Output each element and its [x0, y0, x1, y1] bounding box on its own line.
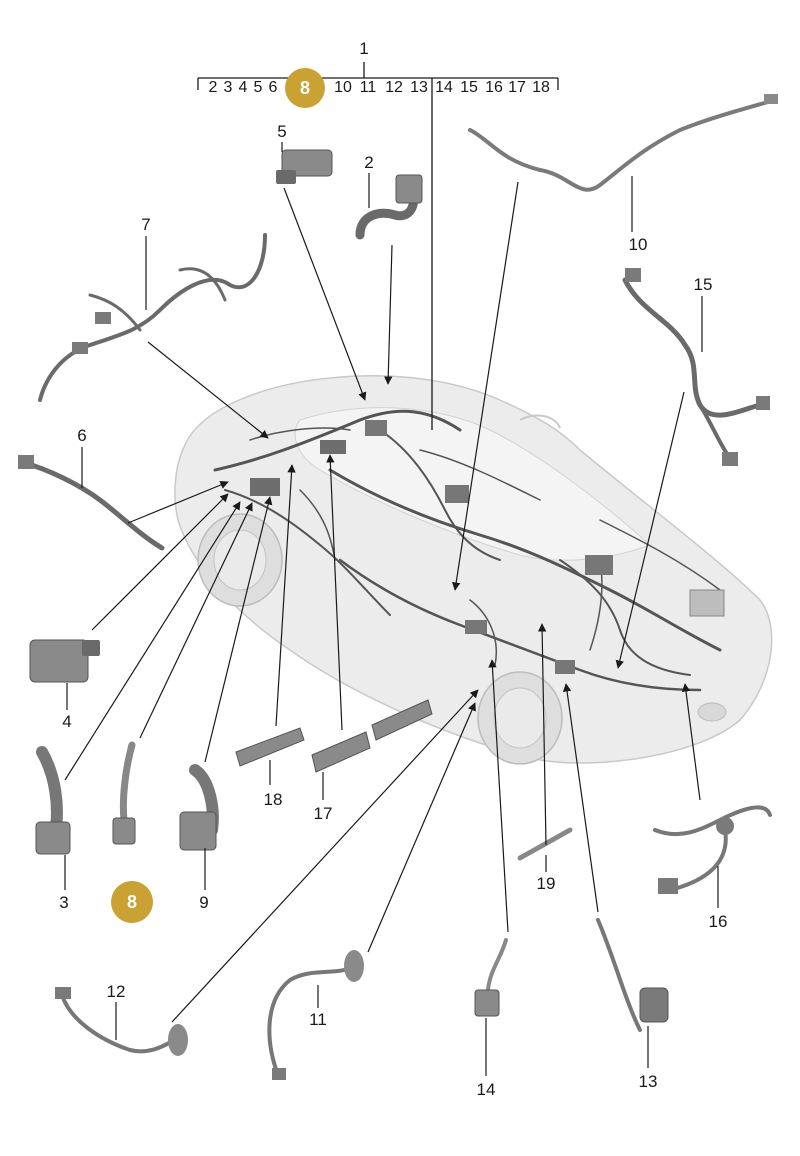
part-9-graphic	[179, 764, 219, 851]
part-7-graphic	[38, 233, 267, 402]
part-16-graphic	[653, 805, 772, 894]
part-label-7[interactable]: 7	[141, 215, 151, 234]
part-13-graphic	[596, 918, 669, 1032]
header-bracket	[197, 62, 559, 430]
part-label-1[interactable]: 1	[359, 39, 369, 58]
sequence-item-3[interactable]: 3	[223, 79, 233, 96]
part-label-5[interactable]: 5	[277, 122, 287, 141]
leader-lines	[64, 181, 701, 1023]
part-label-14[interactable]: 14	[476, 1080, 496, 1099]
part-4-graphic	[29, 639, 100, 683]
part-3-graphic	[35, 746, 71, 855]
vehicle-harness	[213, 409, 725, 692]
part-11-graphic	[267, 950, 364, 1080]
sequence-item-16[interactable]: 16	[485, 79, 503, 96]
sequence-item-13[interactable]: 13	[410, 79, 428, 96]
sequence-item-5[interactable]: 5	[253, 79, 263, 96]
sequence-item-4[interactable]: 4	[238, 79, 248, 96]
part-15-graphic	[622, 268, 770, 466]
part-18-graphic	[235, 727, 305, 767]
sequence-item-15[interactable]: 15	[460, 79, 478, 96]
part-label-11[interactable]: 11	[309, 1010, 327, 1029]
part-label-2[interactable]: 2	[364, 153, 374, 172]
part-19-graphic	[517, 827, 573, 861]
label-ticks	[64, 142, 719, 1076]
part-label-6[interactable]: 6	[77, 426, 87, 445]
part-label-3[interactable]: 3	[59, 893, 69, 912]
sequence-item-10[interactable]: 10	[334, 79, 352, 96]
part-14-graphic	[474, 938, 508, 1017]
part-label-18[interactable]: 18	[263, 790, 283, 809]
part-label-4[interactable]: 4	[62, 712, 72, 731]
part-label-9[interactable]: 9	[199, 893, 209, 912]
sequence-item-2[interactable]: 2	[208, 79, 218, 96]
sequence-item-6[interactable]: 6	[268, 79, 278, 96]
part-label-15[interactable]: 15	[693, 275, 713, 294]
part-label-19[interactable]: 19	[536, 874, 556, 893]
sequence-item-12[interactable]: 12	[385, 79, 403, 96]
part-label-17[interactable]: 17	[313, 804, 333, 823]
part-10-graphic	[468, 94, 778, 192]
sequence-item-14[interactable]: 14	[435, 79, 453, 96]
part-8-graphic	[112, 741, 136, 845]
sequence-item-17[interactable]: 17	[508, 79, 526, 96]
sequence-item-11[interactable]: 11	[359, 79, 377, 96]
part-label-10[interactable]: 10	[628, 235, 648, 254]
part-17-graphic	[311, 699, 433, 773]
part-5-graphic	[276, 149, 333, 184]
selected-part-badge-header[interactable]: 8	[285, 68, 325, 108]
part-6-graphic	[18, 455, 165, 551]
part-label-12[interactable]: 12	[106, 982, 126, 1001]
part-2-graphic	[355, 174, 423, 240]
sequence-item-18[interactable]: 18	[532, 79, 550, 96]
part-label-16[interactable]: 16	[708, 912, 728, 931]
part-label-13[interactable]: 13	[638, 1072, 658, 1091]
part-12-graphic	[55, 987, 188, 1056]
selected-part-badge-8[interactable]: 8	[111, 881, 153, 923]
